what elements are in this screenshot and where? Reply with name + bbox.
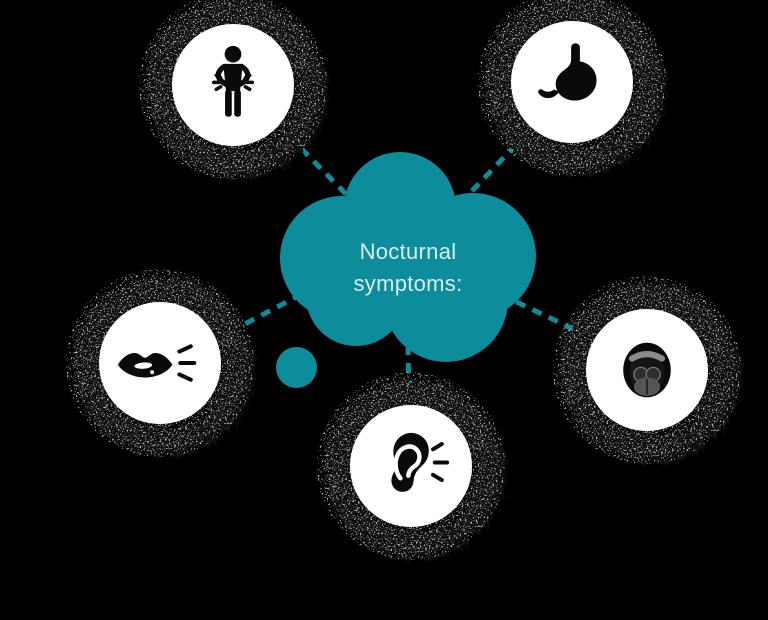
lips-speaking-icon: [117, 344, 197, 382]
open-mouth-throat-icon: [623, 342, 671, 398]
cloud-title-line2: symptoms:: [353, 271, 463, 296]
symptom-node-abdominal-pain: [133, 0, 333, 185]
symptom-node-open-mouth-throat: [547, 270, 747, 470]
scribble-ring: [553, 276, 741, 464]
cloud-title-line1: Nocturnal: [359, 239, 457, 264]
person-abdominal-pain-icon: [211, 45, 255, 117]
thought-bubble-tail: [276, 347, 317, 388]
cloud-title: Nocturnal symptoms:: [280, 236, 536, 300]
symptom-node-ear-noise: [311, 366, 511, 566]
symptom-node-mouth-speaking: [60, 263, 260, 463]
thought-cloud: Nocturnal symptoms:: [280, 152, 536, 365]
stomach-icon: [538, 43, 597, 101]
connector-stomach: [470, 129, 531, 193]
symptom-node-stomach: [472, 0, 672, 182]
cloud-lobe: [333, 180, 477, 324]
ear-listening-icon: [391, 432, 450, 492]
